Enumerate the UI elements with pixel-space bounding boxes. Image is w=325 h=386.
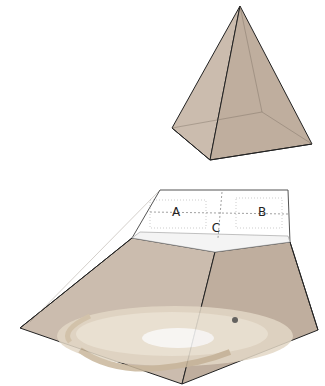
frustum xyxy=(20,190,318,384)
top-pyramid xyxy=(172,6,312,160)
brain-slice xyxy=(57,306,293,369)
slice-letter: C xyxy=(212,222,220,234)
slice-letter: B xyxy=(258,206,266,218)
slice-letter: A xyxy=(172,206,180,218)
slice-plane xyxy=(132,190,290,252)
